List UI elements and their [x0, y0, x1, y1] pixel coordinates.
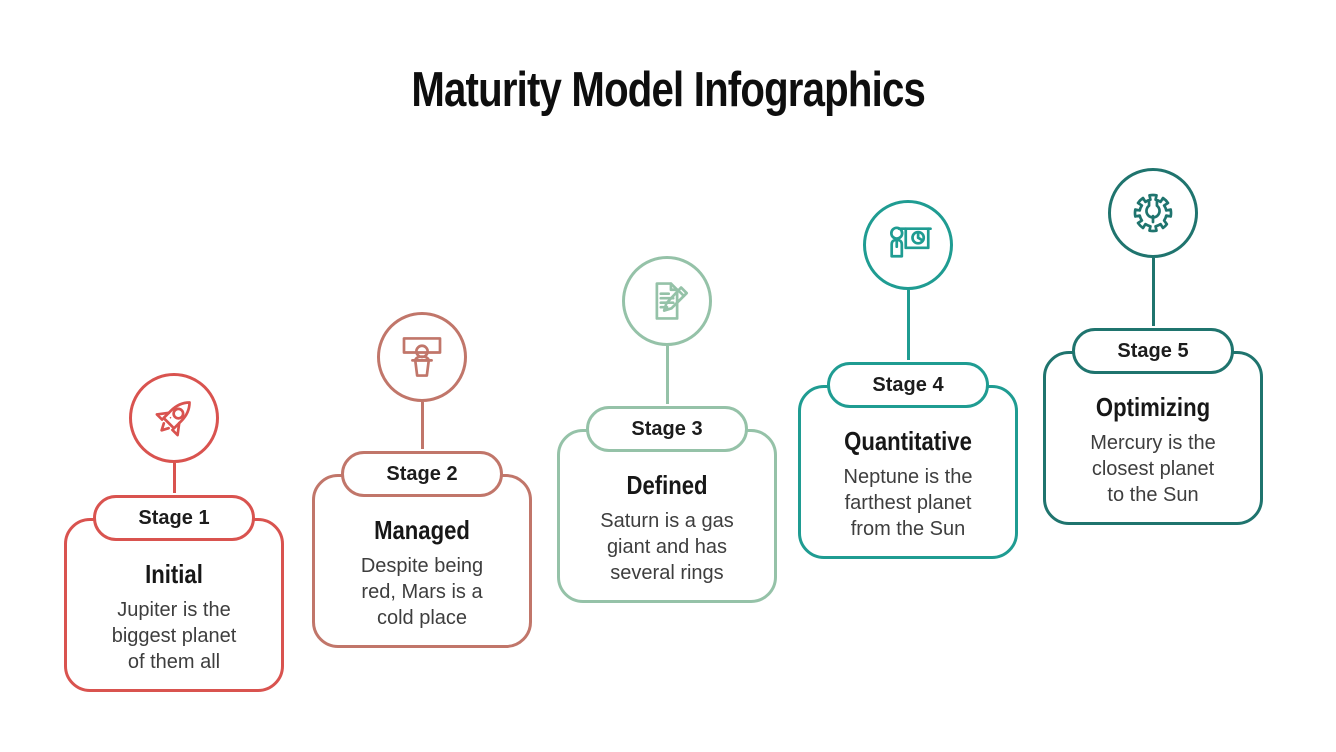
stage-5-group: Stage 5 Optimizing Mercury is the closes…	[1043, 168, 1263, 525]
stage-pill: Stage 2	[341, 451, 503, 497]
stage-pill: Stage 4	[827, 362, 989, 408]
stage-card: Stage 3 Defined Saturn is a gas giant an…	[557, 406, 777, 603]
stage-3-group: Stage 3 Defined Saturn is a gas giant an…	[557, 256, 777, 603]
page-title: Maturity Model Infographics	[411, 63, 925, 117]
stage-pill-label: Stage 3	[631, 418, 703, 440]
stage-pill: Stage 3	[586, 406, 748, 452]
document-pencil-icon	[622, 256, 712, 346]
connector-line	[420, 402, 424, 449]
stage-card: Stage 5 Optimizing Mercury is the closes…	[1043, 328, 1263, 525]
stage-card: Stage 2 Managed Despite being red, Mars …	[312, 451, 532, 648]
stage-4-group: Stage 4 Quantitative Neptune is the fart…	[798, 200, 1018, 559]
stage-pill-label: Stage 4	[872, 374, 944, 396]
stage-pill-label: Stage 5	[1117, 340, 1189, 362]
stage-pill: Stage 5	[1072, 328, 1234, 374]
connector-line	[906, 290, 910, 360]
stage-title: Initial	[145, 559, 203, 589]
stage-description: Despite being red, Mars is a cold place	[360, 555, 484, 629]
stage-description: Jupiter is the biggest planet of them al…	[111, 599, 237, 673]
stage-pill-label: Stage 2	[386, 463, 458, 485]
stage-description: Saturn is a gas giant and has several ri…	[600, 510, 734, 584]
stage-2-group: Stage 2 Managed Despite being red, Mars …	[312, 312, 532, 648]
stage-card: Stage 4 Quantitative Neptune is the fart…	[798, 362, 1018, 559]
connector-line	[665, 346, 669, 404]
stage-title: Optimizing	[1095, 392, 1211, 422]
gear-wrench-icon	[1108, 168, 1198, 258]
connector-line	[1151, 258, 1155, 326]
stage-pill-label: Stage 1	[138, 507, 210, 529]
connector-line	[172, 463, 176, 493]
stage-description: Neptune is the farthest planet from the …	[843, 466, 973, 540]
stage-title: Managed	[374, 515, 470, 545]
stage-title: Quantitative	[844, 426, 972, 456]
presentation-pie-chart-icon	[863, 200, 953, 290]
stage-card: Stage 1 Initial Jupiter is the biggest p…	[64, 495, 284, 692]
stage-pill: Stage 1	[93, 495, 255, 541]
stage-title: Defined	[626, 470, 708, 500]
rocket-icon	[129, 373, 219, 463]
stage-description: Mercury is the closest planet to the Sun	[1090, 432, 1216, 506]
podium-speaker-icon	[377, 312, 467, 402]
stage-1-group: Stage 1 Initial Jupiter is the biggest p…	[64, 373, 284, 692]
